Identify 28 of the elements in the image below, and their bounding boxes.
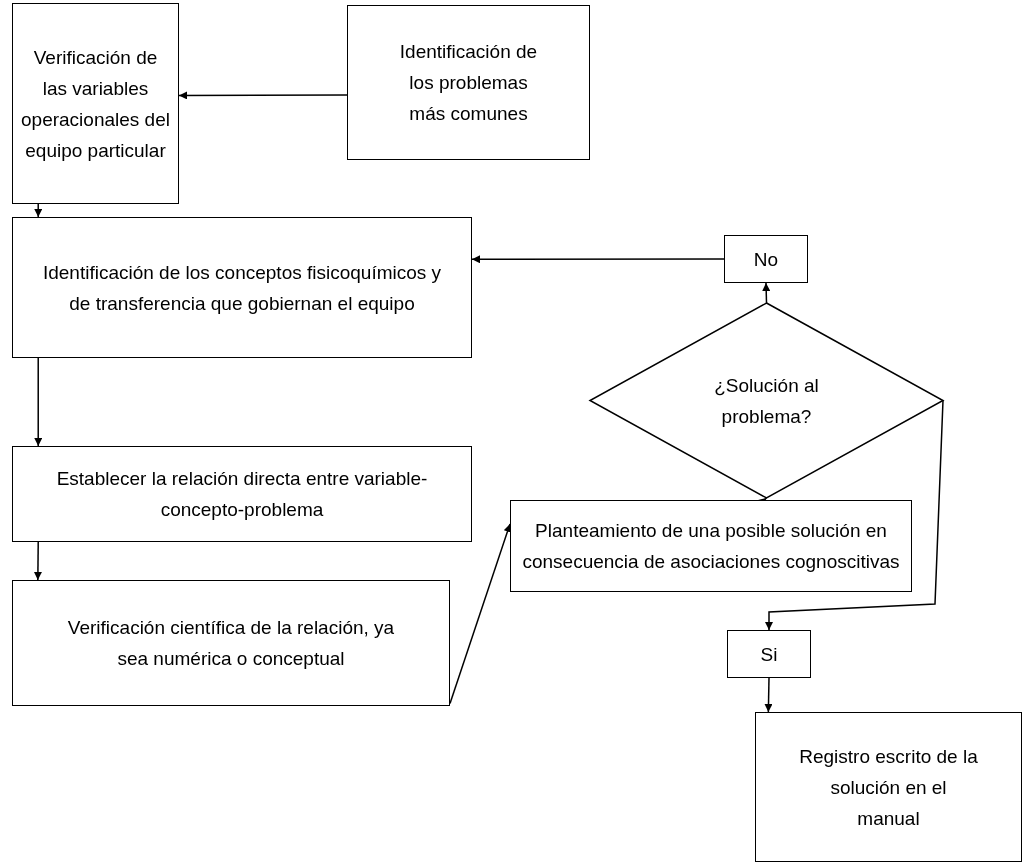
process-box [12,446,472,542]
arrow [471,255,725,264]
node-text: Identificación de los conceptos fisicoquímicos y de transferencia que gobiernan el equipo [41,260,443,316]
arrow [33,541,42,581]
arrow [762,282,771,304]
decision-text: ¿Solución al problema? [713,373,820,429]
arrow [34,203,43,218]
process-box [724,235,808,283]
process-box [12,580,450,706]
arrow [178,91,348,100]
node-text: Registro escrito de la solución en el manual [798,744,979,831]
process-box [12,3,179,204]
arrow [764,677,773,713]
node-text: No [753,247,779,272]
process-box [755,712,1022,862]
process-box [12,217,472,358]
node-text: Si [760,642,778,667]
arrow [449,523,512,705]
node-text: Planteamiento de una posible solución en consecuencia de asociaciones cognoscitivas [521,519,901,574]
process-box [510,500,912,592]
node-text: Establecer la relación directa entre variable-concepto-problema [55,467,429,522]
node-text: Verificación científica de la relación, ya sea numérica o conceptual [66,616,396,671]
process-box [347,5,590,160]
process-box [727,630,811,678]
arrow [34,357,43,447]
node-text: Identificación de los problemas más comunes [398,40,539,126]
arrow [765,399,944,631]
node-text: Verificación de las variables operacionales del equipo particular [21,45,170,163]
